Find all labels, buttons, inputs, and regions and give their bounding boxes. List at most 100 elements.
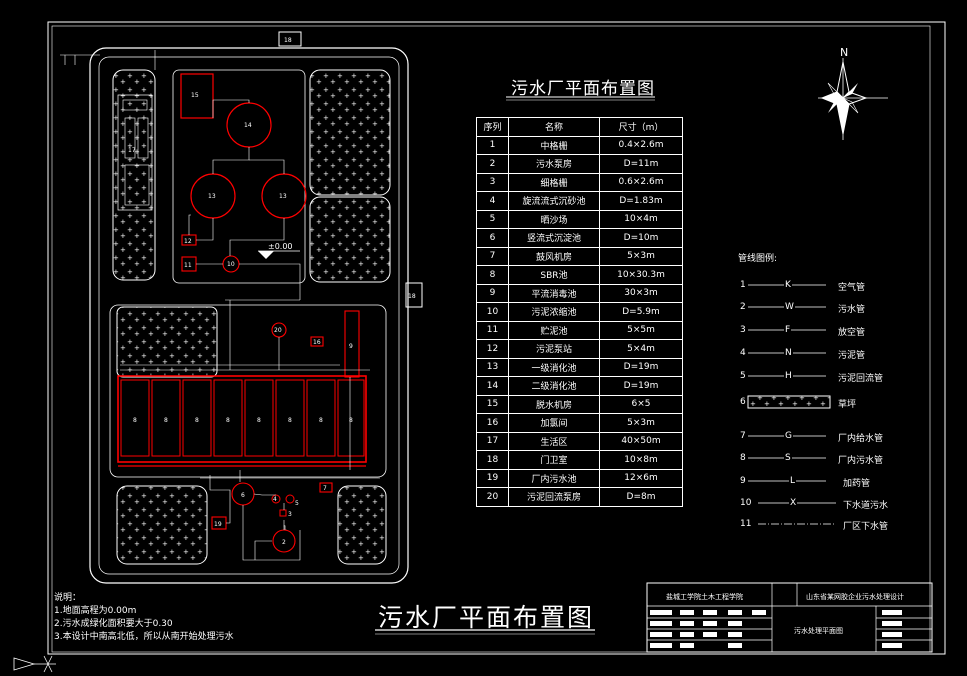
table-cell: D=1.83m [599,191,683,211]
coarse-screen-label: 1 [283,525,287,532]
pipe-legend-num: 8 [740,453,746,463]
inlet-pipes [200,475,380,561]
table-cell: 污泥浓缩池 [508,302,600,322]
pipe-legend-code: X [789,498,798,508]
table-cell: 2 [476,154,509,174]
table-cell: 污泥泵站 [508,339,600,359]
gate-top [278,31,302,47]
sbr-label-3: 8 [195,417,199,424]
pipe-legend-code: S [784,453,792,463]
living-area-17 [117,94,153,211]
title-block [646,582,933,653]
table-cell: 19 [476,468,509,488]
inner-frame [51,25,931,653]
table-cell: 厂内污水池 [508,468,600,488]
digester2-label: 14 [244,122,252,129]
return-pump-label: 20 [274,327,282,334]
drawing-title: 污水厂平面布置图 [378,603,595,632]
wastewater-pool-label: 19 [214,521,222,528]
table-cell: 脱水机房 [508,394,600,414]
sbr-label-4: 8 [226,417,230,424]
pipe-legend-num: 4 [740,348,746,358]
table-cell: 40×50m [599,431,683,451]
site-road [98,56,400,575]
table-cell: D=10m [599,228,683,248]
table-cell: 贮泥池 [508,320,600,340]
elevation-label: ±0.00 [268,242,293,251]
table-header: 序列 [476,117,509,137]
sedimentation-label: 6 [241,492,245,499]
fine-screen-label: 3 [288,511,292,518]
elevation-marker-icon [258,251,274,259]
north-arrow-icon [818,58,888,140]
table-cell: 10×4m [599,209,683,229]
notes-line: 2.污水成绿化面积要大于0.30 [54,619,173,629]
living-area-building [124,117,136,159]
sbr-label-2: 8 [164,417,168,424]
pipe-legend-code: L [789,476,797,486]
treatment-pipes [60,50,370,482]
table-cell: 5 [476,209,509,229]
pipe-legend-code: K [784,280,792,290]
table-cell: 20 [476,487,509,507]
dewater-house-15 [180,73,214,119]
table-cell: 6×5 [599,394,683,414]
living-area-building [124,164,150,206]
grit-chamber-4b [285,494,295,504]
table-cell: 5×3m [599,413,683,433]
pipe-legend-name: 加药管 [843,479,871,489]
pipe-legend-num: 3 [740,325,746,335]
thickener-label: 10 [227,261,235,268]
lawn-ne [309,69,391,196]
pipe-legend-title: 管线图例: [738,254,778,264]
page-title: 污水厂平面布置图 [511,79,655,99]
table-cell: 1 [476,135,509,155]
table-cell: 一级消化池 [508,357,600,377]
pipe-legend-name: 厂内给水管 [838,434,884,444]
table-cell: 18 [476,450,509,470]
site-boundary [89,47,409,584]
digester1b-label: 13 [279,193,287,200]
pipe-legend-name: 下水道污水 [843,501,889,511]
table-cell: 8 [476,265,509,285]
table-cell: 二级消化池 [508,376,600,396]
sludge-zone [172,69,306,284]
notes-line: 3.本设计中南高北低，所以从南开始处理污水 [54,632,234,642]
table-cell: 4 [476,191,509,211]
table-cell: 12×6m [599,468,683,488]
chlorine-house-16 [310,336,324,347]
table-cell: 13 [476,357,509,377]
treatment-zone [109,304,387,478]
pipe-legend-name: 放空管 [838,328,866,338]
table-cell: 7 [476,246,509,266]
disinfection-tank-9 [344,310,360,378]
gate-right-label: 18 [408,293,416,300]
sbr-label-7: 8 [319,417,323,424]
table-cell: D=11m [599,154,683,174]
table-cell: 鼓风机房 [508,246,600,266]
drawing-frame [47,21,946,655]
north-label: N [840,46,848,59]
sbr-label-8: 8 [349,417,353,424]
pipe-legend-num: 9 [740,476,746,486]
sbr-label-5: 8 [257,417,261,424]
pipe-legend-code: W [784,302,795,312]
table-cell: 污水泵房 [508,154,600,174]
table-cell: SBR池 [508,265,600,285]
living-area-building [137,117,149,159]
